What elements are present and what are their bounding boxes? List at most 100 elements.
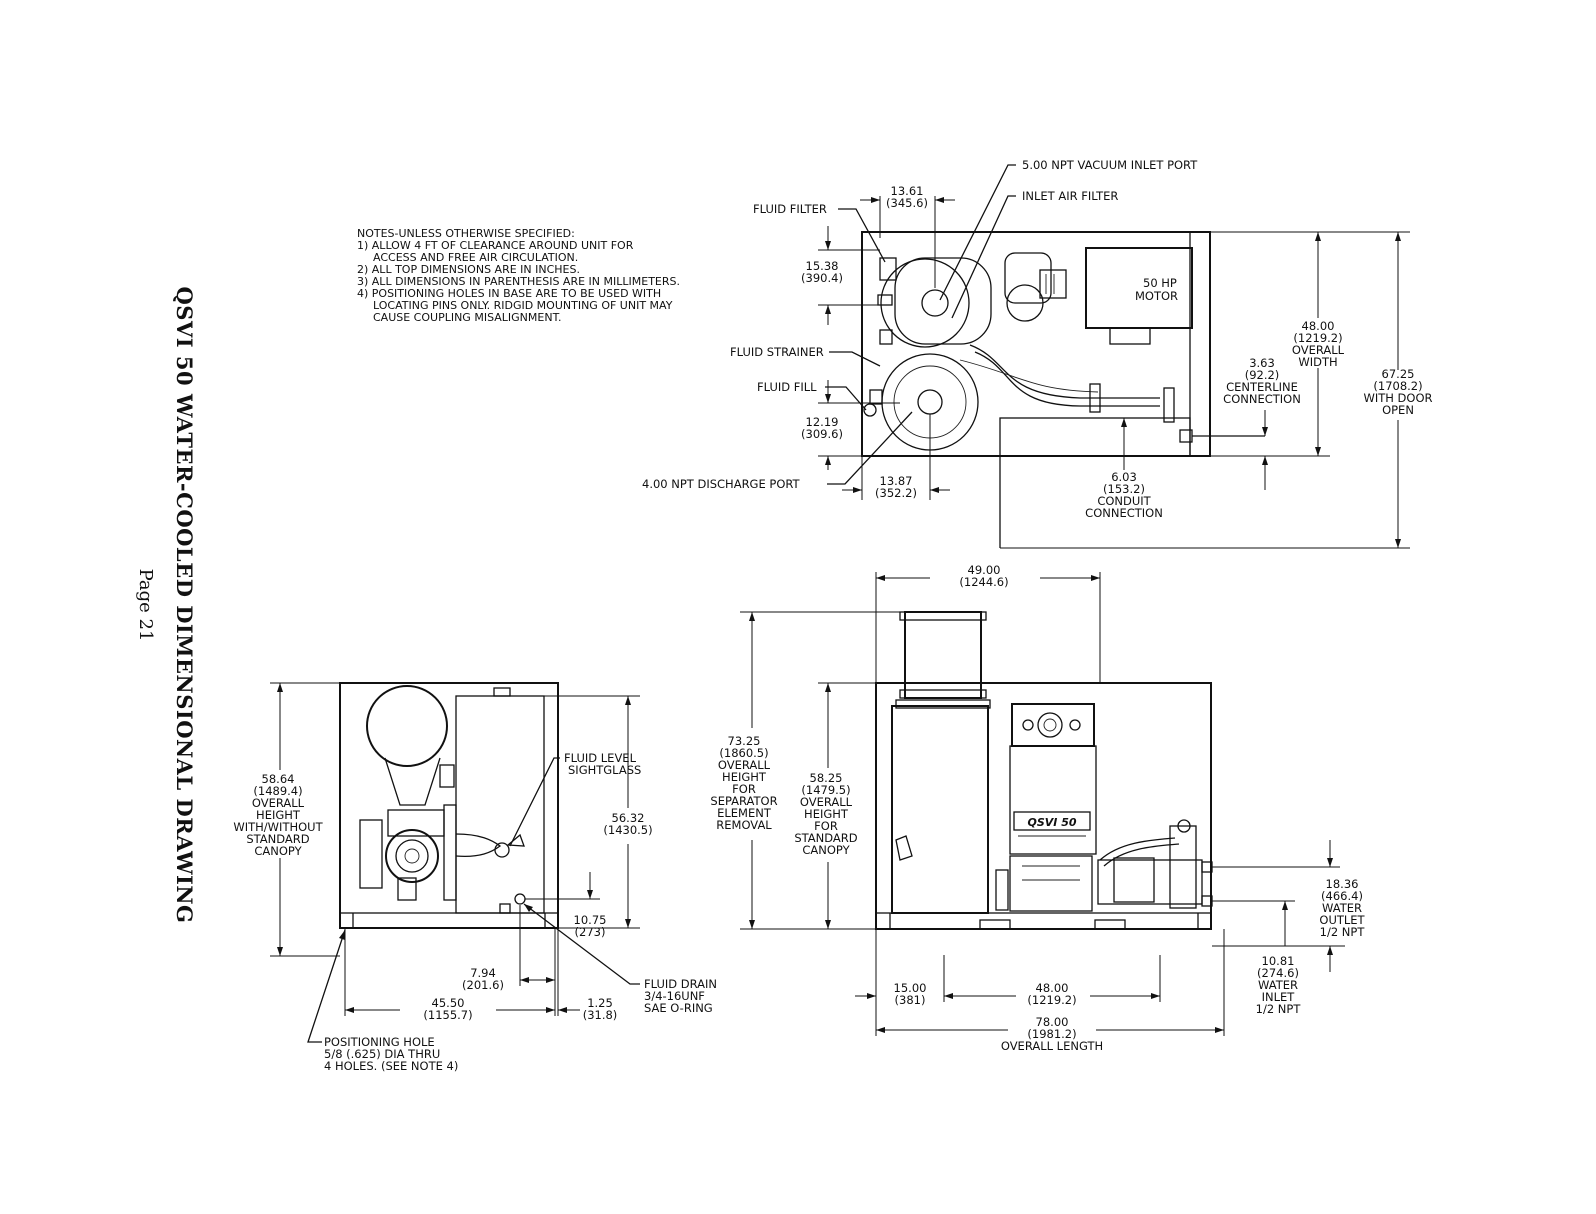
dim-value-mm: (1489.4): [253, 784, 302, 798]
motor-label: MOTOR: [1135, 289, 1178, 303]
dim-value: 67.25: [1382, 367, 1415, 381]
dim-value-mm: (1219.2): [1293, 331, 1342, 345]
dim-value-mm: (1155.7): [423, 1008, 472, 1022]
door-open-label: WITH DOOR: [1363, 391, 1432, 405]
note-line: 4) POSITIONING HOLES IN BASE ARE TO BE U…: [357, 287, 661, 300]
separator-height-label: SEPARATOR: [710, 794, 777, 808]
page-label: Page 21: [135, 569, 156, 642]
dim-value: 10.81: [1262, 954, 1295, 968]
vacuum-inlet-label: 5.00 NPT VACUUM INLET PORT: [1022, 158, 1198, 172]
dim-value: 1.25: [587, 996, 613, 1010]
fluid-drain-label: FLUID DRAIN: [644, 977, 717, 991]
dim-value-mm: (31.8): [583, 1008, 618, 1022]
front-view-frame: [875, 682, 1212, 930]
dim-value-mm: (1479.5): [801, 783, 850, 797]
dim-value: 58.25: [810, 771, 843, 785]
water-inlet-label: WATER: [1258, 978, 1298, 992]
positioning-hole-label: 5/8 (.625) DIA THRU: [324, 1047, 440, 1061]
dim-value: 15.00: [894, 981, 927, 995]
canopy-height-label: STANDARD: [794, 831, 857, 845]
dim-value-mm: (345.6): [886, 196, 928, 210]
drawing-title: QSVI 50 WATER-COOLED DIMENSIONAL DRAWING: [172, 287, 197, 924]
water-inlet-label: 1/2 NPT: [1256, 1002, 1302, 1016]
front-view: QSVI 50 49.00 (1244.6) 73.25 (1860.5): [710, 563, 1365, 1053]
separator-height-label: REMOVAL: [716, 818, 772, 832]
dim-value-mm: (390.4): [801, 271, 843, 285]
separator-height-label: OVERALL: [718, 758, 771, 772]
dim-value-mm: (273): [575, 925, 606, 939]
sightglass-label: FLUID LEVEL: [564, 751, 637, 765]
dim-value: 78.00: [1036, 1015, 1069, 1029]
dim-value-mm: (201.6): [462, 978, 504, 992]
dim-value-mm: (274.6): [1257, 966, 1299, 980]
positioning-hole-label: 4 HOLES. (SEE NOTE 4): [324, 1059, 458, 1073]
dim-value-mm: (1219.2): [1027, 993, 1076, 1007]
separator-height-label: ELEMENT: [717, 806, 772, 820]
overall-width-label: WIDTH: [1298, 355, 1337, 369]
note-line: 2) ALL TOP DIMENSIONS ARE IN INCHES.: [357, 263, 580, 276]
centerline-label: CONNECTION: [1223, 392, 1301, 406]
separator-tank: [880, 258, 970, 348]
dim-value: 3.63: [1249, 356, 1275, 370]
conduit-label: CONNECTION: [1085, 506, 1163, 520]
dim-value: 6.03: [1111, 470, 1137, 484]
dim-value-mm: (153.2): [1103, 482, 1145, 496]
dim-value: 58.64: [262, 772, 295, 786]
dim-value: 15.38: [806, 259, 839, 273]
conduit-label: CONDUIT: [1097, 494, 1151, 508]
canopy-height-label: HEIGHT: [804, 807, 849, 821]
side-view: FLUID LEVEL SIGHTGLASS FLUID DRAIN 3/4-1…: [233, 682, 717, 1073]
water-outlet-label: OUTLET: [1319, 913, 1365, 927]
height-label: CANOPY: [254, 844, 302, 858]
dim-value-mm: (1860.5): [719, 746, 768, 760]
positioning-hole-label: POSITIONING HOLE: [324, 1035, 435, 1049]
motor-label: 50 HP: [1143, 276, 1177, 290]
brand-plate: QSVI 50: [1027, 816, 1076, 829]
dim-value: 13.87: [880, 474, 913, 488]
top-view-frame: [861, 231, 1211, 457]
overall-length-label: OVERALL LENGTH: [1001, 1039, 1103, 1053]
dim-value: 12.19: [806, 415, 839, 429]
canopy-height-label: FOR: [814, 819, 838, 833]
sightglass-label: SIGHTGLASS: [568, 763, 641, 777]
note-line: 3) ALL DIMENSIONS IN PARENTHESIS ARE IN …: [357, 275, 680, 288]
dim-value: 73.25: [728, 734, 761, 748]
dim-value-mm: (92.2): [1245, 368, 1280, 382]
note-line: 1) ALLOW 4 FT OF CLEARANCE AROUND UNIT F…: [357, 239, 634, 252]
fluid-filter-label: FLUID FILTER: [753, 202, 827, 216]
inlet-air-filter-label: INLET AIR FILTER: [1022, 189, 1118, 203]
door-open-label: OPEN: [1382, 403, 1414, 417]
fluid-drain-label: 3/4-16UNF: [644, 989, 705, 1003]
dim-value-mm: (1430.5): [603, 823, 652, 837]
water-inlet-label: INLET: [1262, 990, 1296, 1004]
fluid-drain-label: SAE O-RING: [644, 1001, 713, 1015]
water-outlet-label: WATER: [1322, 901, 1362, 915]
dim-value-mm: (466.4): [1321, 889, 1363, 903]
separator-height-label: HEIGHT: [722, 770, 767, 784]
fluid-fill-label: FLUID FILL: [757, 380, 817, 394]
height-label: HEIGHT: [256, 808, 301, 822]
title-block: QSVI 50 WATER-COOLED DIMENSIONAL DRAWING…: [135, 287, 197, 924]
separator-tank: [366, 685, 448, 767]
separator-element: [904, 611, 982, 699]
dim-value-mm: (381): [895, 993, 926, 1007]
centerline-label: CENTERLINE: [1226, 380, 1298, 394]
control-panel: [1011, 703, 1095, 747]
dim-value-mm: (1244.6): [959, 575, 1008, 589]
dim-value: 7.94: [470, 966, 496, 980]
dim-value-mm: (1708.2): [1373, 379, 1422, 393]
overall-width-label: OVERALL: [1292, 343, 1345, 357]
height-label: WITH/WITHOUT: [233, 820, 323, 834]
note-line: ACCESS AND FREE AIR CIRCULATION.: [373, 251, 578, 264]
dim-value: 13.61: [891, 184, 924, 198]
dim-value: 49.00: [968, 563, 1001, 577]
height-label: STANDARD: [246, 832, 309, 846]
dim-value-mm: (1981.2): [1027, 1027, 1076, 1041]
dim-value: 10.75: [574, 913, 607, 927]
height-label: OVERALL: [252, 796, 305, 810]
canopy-height-label: OVERALL: [800, 795, 853, 809]
dim-value: 56.32: [612, 811, 645, 825]
dim-value-mm: (309.6): [801, 427, 843, 441]
water-outlet-label: 1/2 NPT: [1320, 925, 1366, 939]
note-line: NOTES-UNLESS OTHERWISE SPECIFIED:: [357, 227, 575, 240]
